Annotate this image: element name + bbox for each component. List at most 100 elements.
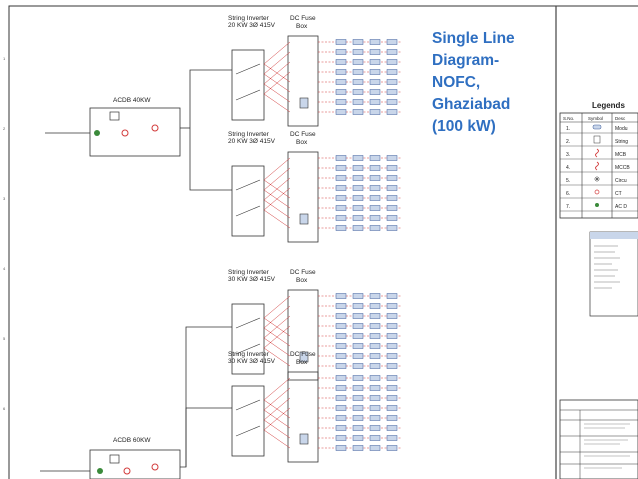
title-block xyxy=(559,399,638,479)
acdb-40kw: ACDB 40KW xyxy=(45,69,232,191)
pv-module xyxy=(352,155,364,161)
pv-module xyxy=(386,385,398,391)
pv-module xyxy=(352,205,364,211)
inverter-name: String Inverter xyxy=(228,351,270,358)
pv-module xyxy=(352,343,364,349)
pv-module xyxy=(352,333,364,339)
pv-module xyxy=(335,385,347,391)
pv-module xyxy=(352,225,364,231)
dc-fuse-box xyxy=(287,151,319,243)
pv-module xyxy=(386,69,398,75)
pv-module xyxy=(335,343,347,349)
pv-module xyxy=(335,375,347,381)
pv-module xyxy=(335,109,347,115)
legend-sno: 3. xyxy=(566,152,570,158)
pv-module xyxy=(335,333,347,339)
inverter-rating: 30 KW 3Ø 415V xyxy=(228,276,276,283)
pv-module xyxy=(335,175,347,181)
pv-module xyxy=(369,425,381,431)
inverter-name: String Inverter xyxy=(228,269,270,276)
string-inverter-icon xyxy=(593,135,601,144)
fuse-box-label: DC Fuse xyxy=(290,269,316,276)
pv-module xyxy=(352,89,364,95)
svg-text:4: 4 xyxy=(3,266,6,271)
legend-sno: 6. xyxy=(566,191,570,197)
fuse-box-label: DC Fuse xyxy=(290,15,316,22)
pv-module xyxy=(386,375,398,381)
pv-module xyxy=(386,109,398,115)
pv-module xyxy=(369,435,381,441)
pv-module xyxy=(352,353,364,359)
pv-module xyxy=(335,69,347,75)
pv-module xyxy=(386,405,398,411)
pv-module xyxy=(369,385,381,391)
pv-module xyxy=(335,293,347,299)
pv-module xyxy=(352,303,364,309)
pv-module xyxy=(386,175,398,181)
pv-module xyxy=(335,79,347,85)
legend-desc: AC D xyxy=(615,204,627,210)
acdb-60kw: ACDB 60KW xyxy=(40,326,232,479)
pv-module xyxy=(369,79,381,85)
pv-module xyxy=(386,79,398,85)
dc-fuse-box xyxy=(287,35,319,127)
pv-module xyxy=(352,323,364,329)
acdb-label: ACDB 40KW xyxy=(113,97,151,104)
pv-module xyxy=(369,165,381,171)
inverter-box xyxy=(231,165,265,237)
legend-desc: MCCB xyxy=(615,165,630,171)
pv-module xyxy=(352,385,364,391)
pv-module xyxy=(352,215,364,221)
pv-module xyxy=(386,225,398,231)
pv-module xyxy=(386,425,398,431)
legend: Legends S.No. Symbol Desc 1.Modu2.String… xyxy=(559,101,638,479)
pv-module xyxy=(352,165,364,171)
fuse-box-label-2: Box xyxy=(296,139,308,146)
pv-module xyxy=(352,109,364,115)
pv-module xyxy=(352,175,364,181)
pv-module xyxy=(369,225,381,231)
pv-module xyxy=(352,195,364,201)
pv-module xyxy=(386,205,398,211)
fuse-box-label-2: Box xyxy=(296,23,308,30)
pv-module xyxy=(386,195,398,201)
pv-module xyxy=(352,425,364,431)
pv-module xyxy=(352,293,364,299)
pv-module xyxy=(369,205,381,211)
pv-module xyxy=(352,313,364,319)
pv-module xyxy=(335,323,347,329)
pv-module xyxy=(369,49,381,55)
pv-module xyxy=(369,69,381,75)
pv-module xyxy=(369,303,381,309)
legend-header-symbol: Symbol xyxy=(588,116,603,121)
pv-module xyxy=(386,49,398,55)
pv-module xyxy=(386,59,398,65)
dc-fuse-box xyxy=(287,371,319,463)
pv-module xyxy=(335,195,347,201)
mcb-icon xyxy=(595,148,599,158)
pv-module xyxy=(369,175,381,181)
svg-text:6: 6 xyxy=(3,406,6,411)
pv-module xyxy=(386,333,398,339)
pv-module xyxy=(369,293,381,299)
module-symbol-icon xyxy=(592,124,602,130)
acdb-label: ACDB 60KW xyxy=(113,437,151,444)
pv-module xyxy=(335,59,347,65)
caption-line-4: Ghaziabad xyxy=(432,96,511,113)
pv-module xyxy=(369,109,381,115)
legend-sno: 2. xyxy=(566,139,570,145)
pv-module xyxy=(386,89,398,95)
inverter-box xyxy=(231,303,265,375)
pv-module xyxy=(369,363,381,369)
caption-line-2: Diagram- xyxy=(432,52,500,69)
pv-module xyxy=(369,405,381,411)
svg-text:2: 2 xyxy=(3,126,6,131)
pv-module xyxy=(352,395,364,401)
pv-module xyxy=(335,49,347,55)
legend-rows: 1.Modu2.String3.MCB4.MCCB5.Circu6.CT7.AC… xyxy=(560,124,638,212)
pv-module xyxy=(386,363,398,369)
